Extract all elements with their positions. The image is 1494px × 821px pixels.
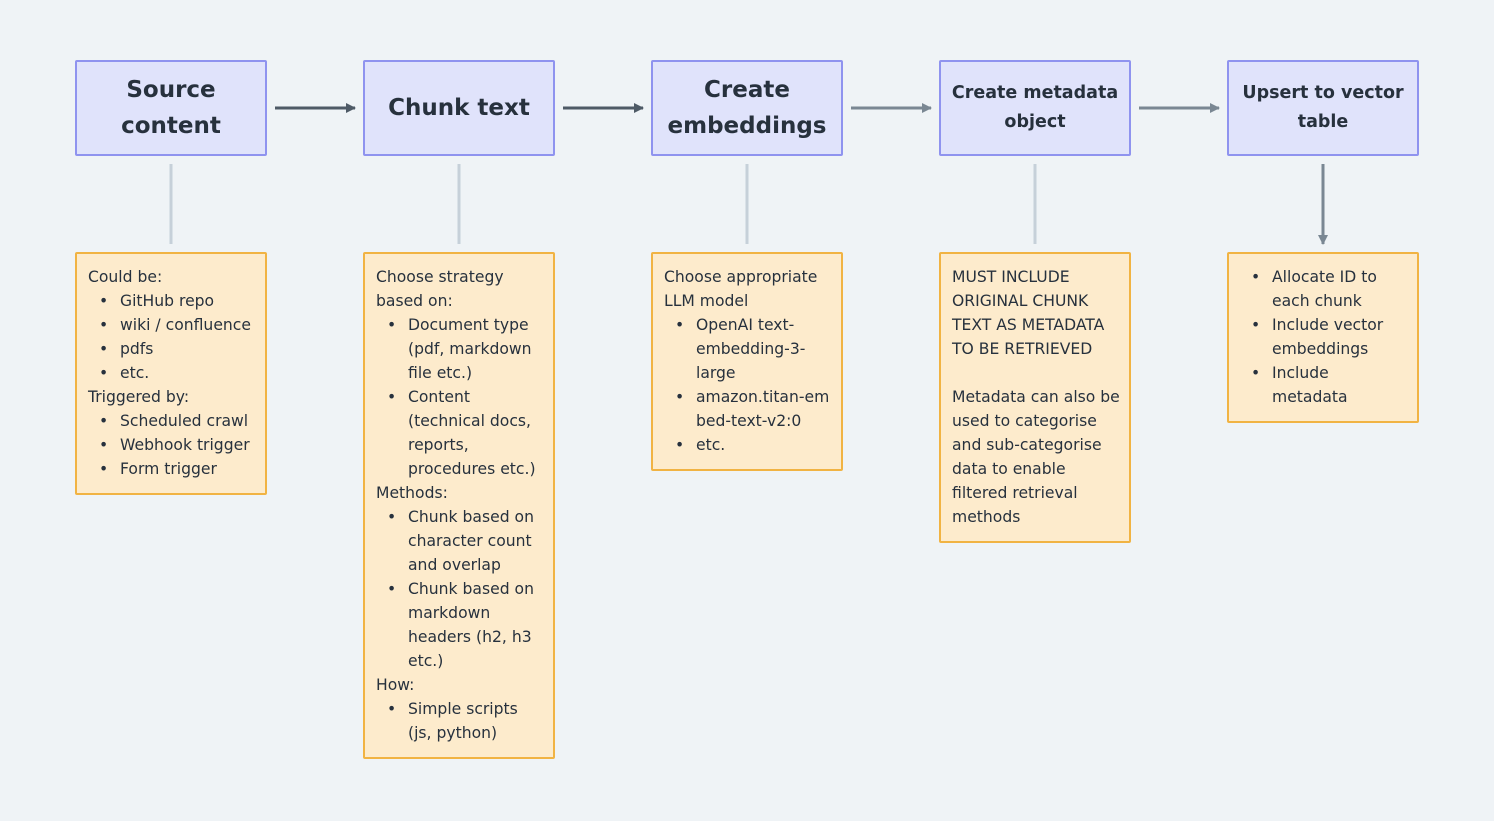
step-chunk-text-label: Chunk text — [388, 95, 530, 121]
step-create-embeddings: Create embeddings — [651, 60, 843, 156]
list-item: Scheduled crawl — [88, 409, 257, 433]
list-item: Include metadata — [1240, 361, 1409, 409]
note-paragraph-required: MUST INCLUDE ORIGINAL CHUNK TEXT AS META… — [952, 268, 1105, 358]
list-item: Document type (pdf, markdown file etc.) — [376, 313, 545, 385]
note-list: Simple scripts (js, python) — [376, 697, 545, 745]
note-source-content: Could be: GitHub repo wiki / confluence … — [75, 252, 267, 495]
list-item: etc. — [664, 433, 833, 457]
list-item: Include vector embeddings — [1240, 313, 1409, 361]
step-chunk-text: Chunk text — [363, 60, 555, 156]
note-heading: How: — [376, 676, 415, 694]
note-heading: Choose appropriate LLM model — [664, 268, 818, 310]
list-item: Simple scripts (js, python) — [376, 697, 545, 745]
note-list: Chunk based on character count and overl… — [376, 505, 545, 673]
step-create-embeddings-label: Create embeddings — [667, 77, 827, 139]
list-item: etc. — [88, 361, 257, 385]
note-list: GitHub repo wiki / confluence pdfs etc. — [88, 289, 257, 385]
step-source-content-label: Source content — [121, 77, 221, 139]
list-item: wiki / confluence — [88, 313, 257, 337]
note-heading: Methods: — [376, 484, 448, 502]
list-item: Chunk based on markdown headers (h2, h3 … — [376, 577, 545, 673]
step-source-content: Source content — [75, 60, 267, 156]
list-item: Form trigger — [88, 457, 257, 481]
note-paragraph-categorise: Metadata can also be used to categorise … — [952, 388, 1120, 526]
note-create-metadata: MUST INCLUDE ORIGINAL CHUNK TEXT AS META… — [939, 252, 1131, 543]
note-heading: Choose strategy based on: — [376, 268, 504, 310]
list-item: GitHub repo — [88, 289, 257, 313]
note-list: Scheduled crawl Webhook trigger Form tri… — [88, 409, 257, 481]
list-item: Content (technical docs, reports, proced… — [376, 385, 545, 481]
note-heading: Could be: — [88, 268, 163, 286]
note-heading: Triggered by: — [88, 388, 190, 406]
step-create-metadata-object-label: Create metadata object — [951, 83, 1119, 132]
step-upsert-vector-table: Upsert to vector table — [1227, 60, 1419, 156]
note-upsert-vector-table: Allocate ID to each chunk Include vector… — [1227, 252, 1419, 423]
list-item: Webhook trigger — [88, 433, 257, 457]
note-chunk-text: Choose strategy based on: Document type … — [363, 252, 555, 759]
note-list: OpenAI text-embedding-3-large amazon.tit… — [664, 313, 833, 457]
list-item: amazon.titan-embed-text-v2:0 — [664, 385, 833, 433]
step-upsert-vector-table-label: Upsert to vector table — [1242, 83, 1404, 132]
note-create-embeddings: Choose appropriate LLM model OpenAI text… — [651, 252, 843, 471]
note-list: Allocate ID to each chunk Include vector… — [1240, 265, 1409, 409]
list-item: Allocate ID to each chunk — [1240, 265, 1409, 313]
step-create-metadata-object: Create metadata object — [939, 60, 1131, 156]
list-item: pdfs — [88, 337, 257, 361]
list-item: Chunk based on character count and overl… — [376, 505, 545, 577]
paragraph-gap — [952, 361, 1121, 385]
note-list: Document type (pdf, markdown file etc.) … — [376, 313, 545, 481]
list-item: OpenAI text-embedding-3-large — [664, 313, 833, 385]
